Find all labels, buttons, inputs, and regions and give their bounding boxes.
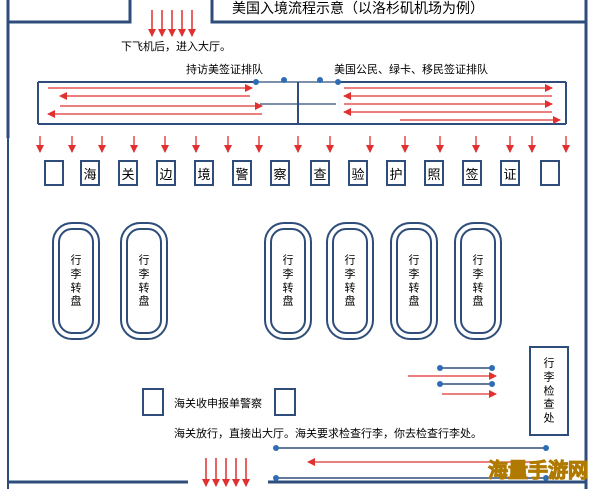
carousel-belt: 行李转盘: [126, 228, 162, 334]
carousel-label: 行李转盘: [344, 253, 356, 308]
baggage-carousel: 行李转盘: [52, 222, 100, 340]
queue-area: [37, 81, 567, 125]
carousel-belt: 行李转盘: [58, 228, 94, 334]
exit-note: 海关放行，直接出大厅。海关要求检查行李，你去检查行李处。: [174, 427, 482, 440]
inspection-counter: 警: [232, 160, 252, 186]
inspection-counter: 查: [310, 160, 330, 186]
inspection-label: 行李检查处: [543, 356, 555, 425]
arrival-note: 下飞机后，进入大厅。: [121, 40, 231, 53]
resident-queue-label: 美国公民、绿卡、移民签证排队: [334, 63, 488, 76]
inspection-lanes: [440, 367, 492, 385]
baggage-inspection-area: 行李检查处: [529, 346, 569, 436]
inspection-counter: 察: [270, 160, 290, 186]
entry-arrows: [148, 10, 196, 37]
inspection-counter: 签: [462, 160, 482, 186]
inspection-counter: [44, 160, 64, 186]
site-watermark: 海量手游网: [488, 458, 589, 483]
inspection-counter: 境: [194, 160, 214, 186]
baggage-carousel: 行李转盘: [326, 222, 374, 340]
carousel-label: 行李转盘: [408, 253, 420, 308]
carousel-label: 行李转盘: [70, 253, 82, 308]
exit-arrows: [202, 458, 250, 487]
carousel-label: 行李转盘: [138, 253, 150, 308]
carousel-label: 行李转盘: [282, 253, 294, 308]
inspection-counter: 关: [118, 160, 138, 186]
carousel-belt: 行李转盘: [396, 228, 432, 334]
customs-desk-left: [142, 388, 164, 416]
customs-desk-right: [274, 388, 296, 416]
baggage-carousel: 行李转盘: [120, 222, 168, 340]
inspection-counter: [540, 160, 560, 186]
carousel-belt: 行李转盘: [270, 228, 306, 334]
visitor-queue-label: 持访美签证排队: [186, 63, 263, 76]
queue-arrows: [47, 84, 561, 124]
inspection-counter: 证: [500, 160, 520, 186]
inspection-counter: 护: [386, 160, 406, 186]
baggage-carousel: 行李转盘: [264, 222, 312, 340]
inspection-counter: 照: [424, 160, 444, 186]
inspection-counter: 海: [80, 160, 100, 186]
carousel-belt: 行李转盘: [460, 228, 496, 334]
inspection-counter: 验: [348, 160, 368, 186]
baggage-carousel: 行李转盘: [454, 222, 502, 340]
baggage-carousel: 行李转盘: [390, 222, 438, 340]
hall-walls: [6, 0, 588, 489]
queue-posts: [253, 77, 341, 85]
carousel-label: 行李转盘: [472, 253, 484, 308]
diagram-title: 美国入境流程示意（以洛杉矶机场为例）: [232, 1, 484, 17]
counter-arrows: [36, 136, 570, 153]
carousel-belt: 行李转盘: [332, 228, 368, 334]
customs-label: 海关收申报单警察: [174, 397, 262, 410]
inspection-counter: 边: [156, 160, 176, 186]
